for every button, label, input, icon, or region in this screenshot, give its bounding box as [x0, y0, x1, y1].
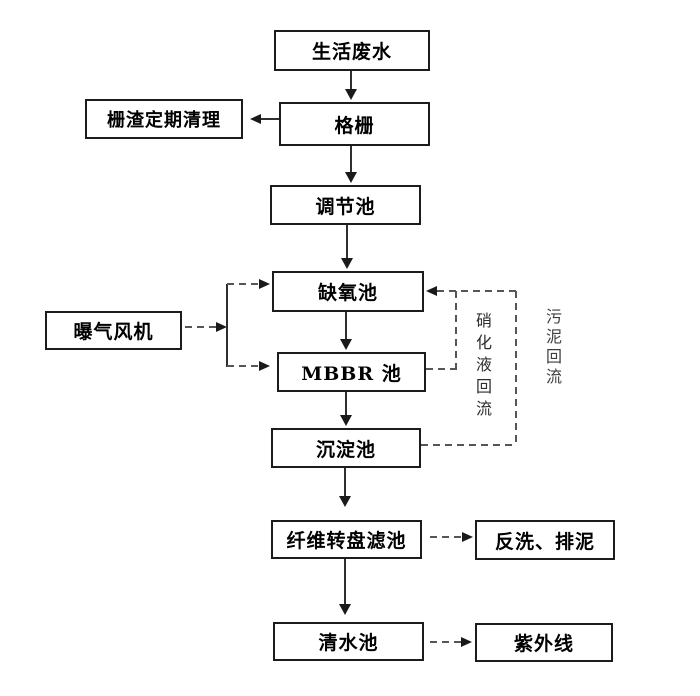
arrow-equalization-to-anoxic-head-icon: [341, 258, 353, 269]
node-bar-screen: 格栅: [279, 102, 430, 146]
arrow-screen-to-cleanup: [261, 118, 279, 120]
node-screenings-cleanup-label: 栅渣定期清理: [107, 110, 221, 131]
node-fiber-disc-filter: 纤维转盘滤池: [271, 520, 422, 559]
node-aeration-blower: 曝气风机: [45, 311, 182, 350]
line-blower-to-anoxic-head-icon: [259, 279, 270, 289]
node-uv-disinfection: 紫外线: [475, 623, 613, 662]
line-blower-to-mbbr-head-icon: [259, 361, 270, 371]
arrow-wastewater-to-screen-head-icon: [345, 89, 357, 100]
node-bar-screen-label: 格栅: [334, 114, 375, 137]
line-filter-to-backwash: [430, 536, 462, 538]
line-filter-to-backwash-head-icon: [462, 532, 473, 542]
line-cleanwater-to-uv: [430, 641, 461, 643]
arrow-mbbr-to-sedimentation: [345, 392, 347, 415]
line-nitrified-recycle-from-mbbr: [426, 368, 457, 370]
arrow-wastewater-to-screen: [350, 71, 352, 89]
node-domestic-wastewater-label: 生活废水: [311, 41, 392, 63]
node-uv-disinfection-label: 紫外线: [513, 633, 574, 655]
node-equalization-tank-label: 调节池: [315, 195, 376, 218]
node-domestic-wastewater: 生活废水: [274, 30, 430, 71]
node-equalization-tank: 调节池: [270, 185, 421, 225]
node-clean-water-tank-label: 清水池: [318, 632, 379, 654]
node-backwash-sludge-discharge-label: 反洗、排泥: [494, 530, 595, 553]
arrow-anoxic-to-mbbr: [345, 312, 347, 339]
arrow-screen-to-equalization: [350, 146, 352, 172]
line-sludge-recycle-from-sedimentation: [421, 444, 517, 446]
node-backwash-sludge-discharge: 反洗、排泥: [475, 520, 615, 560]
line-blower-junction-vertical: [226, 284, 228, 367]
node-fiber-disc-filter-label: 纤维转盘滤池: [286, 530, 407, 552]
node-clean-water-tank: 清水池: [273, 622, 424, 661]
arrow-sedimentation-to-filter: [344, 468, 346, 496]
arrow-recycle-to-anoxic-head-icon: [426, 286, 437, 296]
line-nitrified-recycle-vertical: [455, 291, 457, 369]
node-screenings-cleanup: 栅渣定期清理: [85, 99, 243, 139]
node-anoxic-tank: 缺氧池: [272, 271, 424, 312]
arrow-mbbr-to-sedimentation-head-icon: [340, 415, 352, 426]
node-mbbr-tank-label: MBBR 池: [301, 362, 402, 385]
label-sludge-recycle: 污泥回流: [543, 308, 562, 388]
node-aeration-blower-label: 曝气风机: [73, 321, 154, 343]
arrow-screen-to-equalization-head-icon: [345, 172, 357, 183]
arrow-screen-to-cleanup-head-icon: [250, 114, 261, 124]
node-sedimentation-tank: 沉淀池: [271, 428, 421, 468]
arrow-filter-to-cleanwater: [344, 559, 346, 604]
node-anoxic-tank-label: 缺氧池: [317, 282, 378, 304]
node-mbbr-tank: MBBR 池: [277, 352, 426, 392]
line-blower-to-junction-head-icon: [216, 322, 227, 332]
line-recycle-top: [437, 290, 516, 292]
arrow-anoxic-to-mbbr-head-icon: [340, 339, 352, 350]
arrow-equalization-to-anoxic: [346, 225, 348, 258]
arrow-sedimentation-to-filter-head-icon: [339, 496, 351, 507]
line-cleanwater-to-uv-head-icon: [461, 637, 472, 647]
line-blower-to-junction: [185, 326, 216, 328]
line-blower-to-anoxic: [227, 283, 259, 285]
label-nitrified-liquor-recycle: 硝化液回流: [473, 312, 492, 422]
arrow-filter-to-cleanwater-head-icon: [339, 604, 351, 615]
node-sedimentation-tank-label: 沉淀池: [315, 438, 376, 461]
line-blower-to-mbbr: [227, 365, 259, 367]
line-sludge-recycle-vertical: [515, 291, 517, 445]
